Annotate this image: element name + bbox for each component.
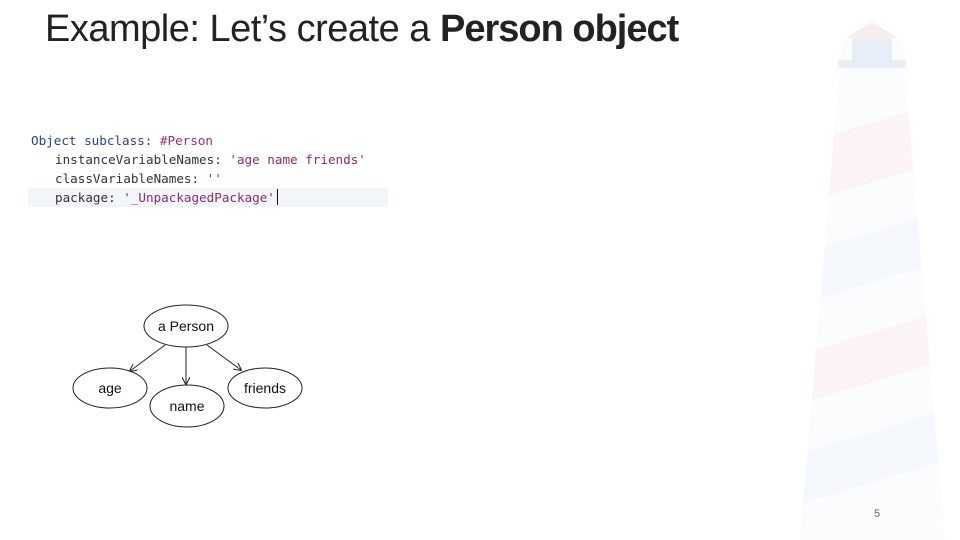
code-line-2: instanceVariableNames: 'age name friends…	[28, 150, 388, 169]
arrow-to-friends	[206, 344, 241, 370]
node-age-label: age	[98, 380, 122, 396]
code-string: ''	[206, 171, 222, 186]
code-line-3: classVariableNames: ''	[28, 169, 388, 188]
node-name-label: name	[169, 398, 204, 414]
code-string: 'age name friends'	[229, 152, 366, 167]
arrow-to-age	[130, 344, 166, 371]
node-root-label: a Person	[158, 318, 214, 334]
code-symbol: #Person	[159, 133, 213, 148]
text-cursor	[276, 189, 279, 205]
code-receiver: Object subclass:	[31, 133, 160, 148]
code-string: '_UnpackagedPackage'	[123, 190, 275, 205]
code-keyword: package:	[55, 190, 124, 205]
code-line-4: package: '_UnpackagedPackage'	[28, 188, 388, 207]
slide-title: Example: Let’s create a Person object	[45, 8, 679, 51]
node-name: name	[149, 384, 225, 428]
node-friends: friends	[227, 367, 303, 409]
code-snippet: Object subclass: #Person instanceVariabl…	[28, 131, 388, 207]
code-keyword: instanceVariableNames:	[55, 152, 230, 167]
page-number: 5	[874, 508, 881, 520]
code-line-1: Object subclass: #Person	[28, 131, 388, 150]
code-keyword: classVariableNames:	[55, 171, 207, 186]
title-text: Example: Let’s create a	[45, 8, 440, 50]
node-friends-label: friends	[244, 380, 286, 396]
title-emphasis: Person object	[439, 8, 679, 50]
node-age: age	[72, 367, 148, 409]
node-root: a Person	[143, 304, 229, 348]
